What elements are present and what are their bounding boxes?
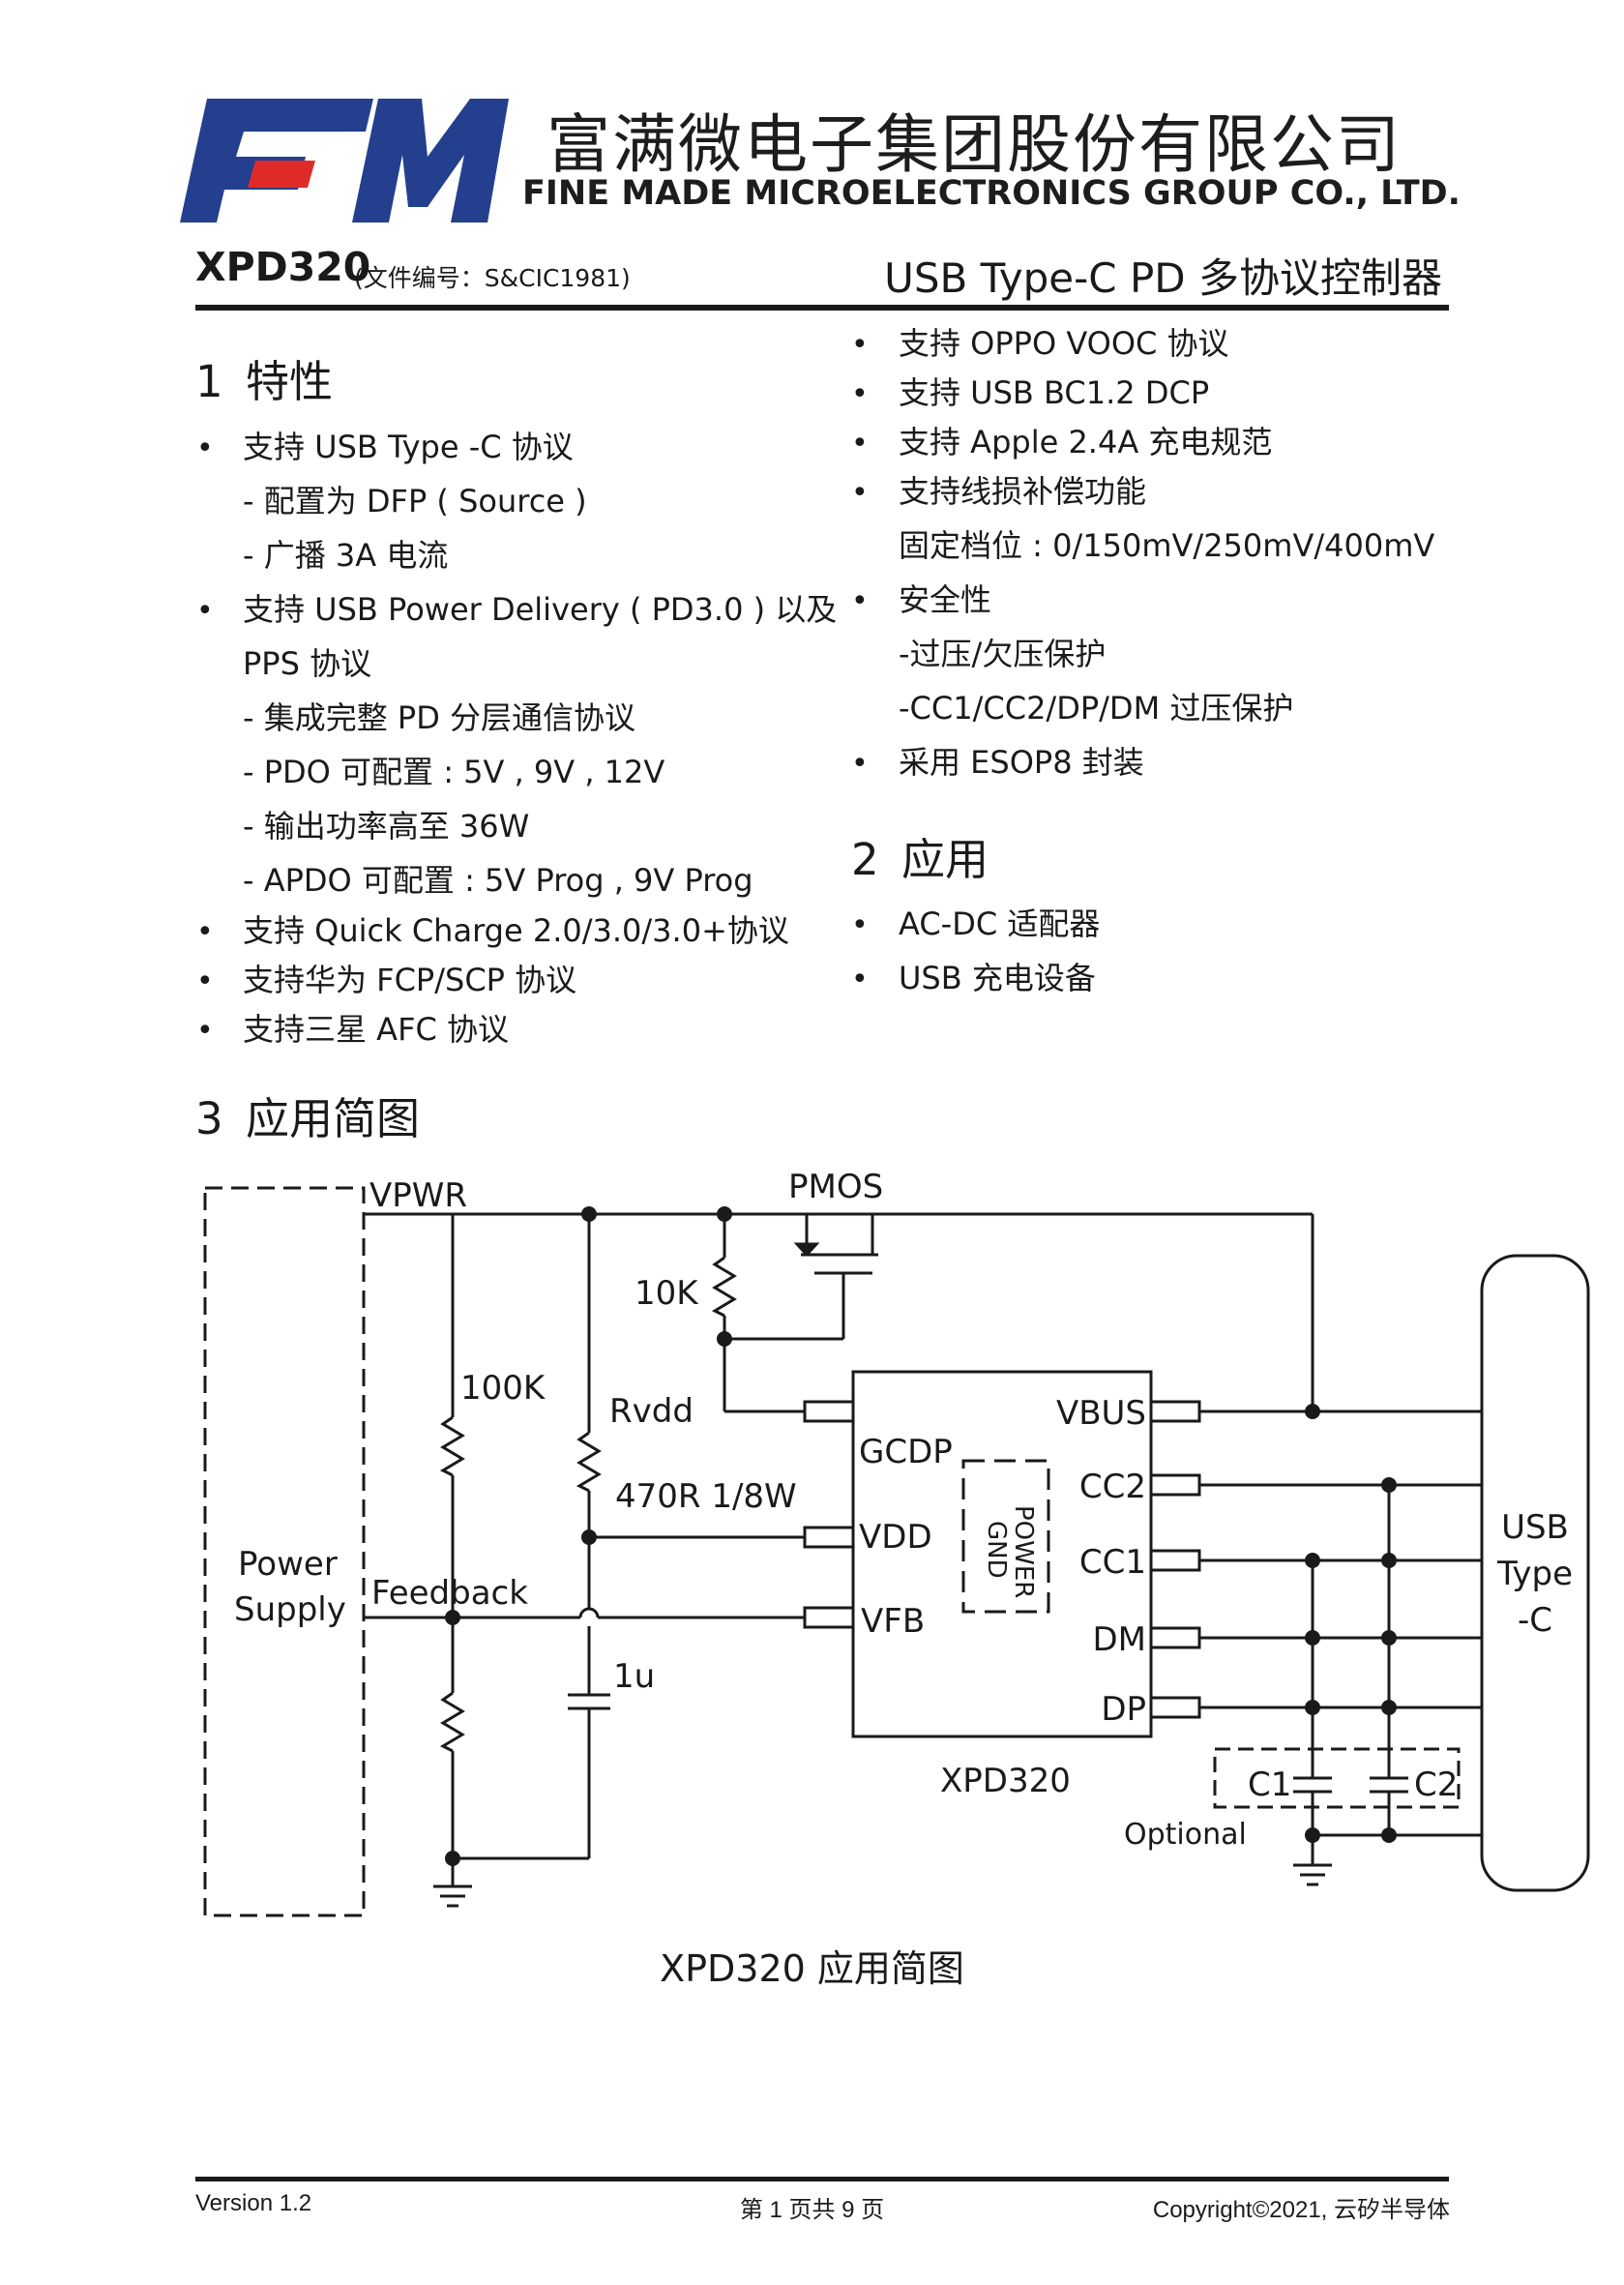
bullet: • xyxy=(851,963,869,996)
label-pmos: PMOS xyxy=(788,1168,883,1206)
list-item: - 配置为 DFP ( Source ) xyxy=(243,483,587,519)
company-logo xyxy=(180,99,509,223)
list-item: 支持 USB Type -C 协议 xyxy=(243,429,574,465)
doc-title: USB Type-C PD 多协议控制器 xyxy=(884,254,1442,302)
label-rvdd: Rvdd xyxy=(609,1392,694,1431)
list-item: 支持华为 FCP/SCP 协议 xyxy=(243,962,577,998)
list-item: -CC1/CC2/DP/DM 过压保护 xyxy=(899,690,1294,727)
xpd320-chip xyxy=(851,1370,1153,1738)
list-item: 支持 Apple 2.4A 充电规范 xyxy=(899,424,1273,460)
list-item: 支持三星 AFC 协议 xyxy=(243,1011,509,1048)
label-feedback: Feedback xyxy=(371,1574,528,1613)
footer-version: Version 1.2 xyxy=(195,2190,312,2216)
header-rule xyxy=(195,305,1449,311)
bullet: • xyxy=(851,377,869,411)
label-c1: C1 xyxy=(1248,1766,1291,1804)
label-power-gnd-2: GND xyxy=(982,1521,1011,1579)
label-power-supply: Power xyxy=(238,1545,338,1584)
pin-gcdp: GCDP xyxy=(859,1433,953,1471)
section-number: 3 xyxy=(195,1093,223,1144)
label-usb: USB xyxy=(1501,1508,1569,1547)
bullet: • xyxy=(851,328,869,362)
doc-number: (文件编号：S&CIC1981) xyxy=(354,264,631,292)
list-item: 支持 USB Power Delivery ( PD3.0 ) 以及 xyxy=(243,591,838,628)
diagram-caption: XPD320 应用简图 xyxy=(660,1947,964,1990)
usb-typec-connector xyxy=(1480,1254,1590,1892)
list-item: 支持 Quick Charge 2.0/3.0/3.0+协议 xyxy=(243,912,789,949)
label-rvdd-value: 470R 1/8W xyxy=(615,1477,797,1516)
list-item: - 输出功率高至 36W xyxy=(243,808,530,845)
pin-vbus: VBUS xyxy=(1056,1394,1146,1433)
bullet: • xyxy=(851,476,869,510)
label-usb-c: -C xyxy=(1518,1601,1552,1640)
resistor-rvdd xyxy=(576,1431,602,1493)
ground-symbol xyxy=(433,1884,472,1908)
pin-vdd: VDD xyxy=(859,1518,932,1557)
pin-cc2: CC2 xyxy=(1079,1468,1146,1506)
section-title: 应用简图 xyxy=(246,1093,421,1144)
label-chip: XPD320 xyxy=(940,1762,1071,1800)
list-item: - 集成完整 PD 分层通信协议 xyxy=(243,699,636,736)
list-item: - PDO 可配置 : 5V , 9V , 12V xyxy=(243,754,665,790)
bullet: • xyxy=(196,915,214,949)
label-10k: 10K xyxy=(635,1274,699,1313)
label-vpwr: VPWR xyxy=(369,1176,467,1215)
label-power-gnd: POWER xyxy=(1009,1505,1038,1598)
section-title: 特性 xyxy=(246,356,334,407)
list-item: 支持 USB BC1.2 DCP xyxy=(899,374,1210,411)
list-item: AC-DC 适配器 xyxy=(899,905,1101,942)
footer-copyright: Copyright©2021, 云矽半导体 xyxy=(1152,2197,1450,2223)
pin-cc1: CC1 xyxy=(1079,1543,1146,1582)
resistor-lower xyxy=(439,1691,465,1753)
power-gnd-box xyxy=(961,1459,1050,1614)
company-name-cn: 富满微电子集团股份有限公司 xyxy=(546,107,1402,182)
list-item: 固定档位 : 0/150mV/250mV/400mV xyxy=(899,527,1435,564)
ground-symbol-right xyxy=(1293,1863,1332,1886)
bullet: • xyxy=(196,594,214,628)
section-number: 2 xyxy=(851,834,879,885)
junction-dots xyxy=(445,1206,1397,1866)
pmos-transistor xyxy=(793,1214,878,1339)
resistor-10k xyxy=(711,1256,737,1318)
list-item: PPS 协议 xyxy=(243,645,372,682)
bullet: • xyxy=(851,747,869,781)
section-applications-heading: 2 应用 xyxy=(851,824,989,887)
product-name: XPD320 xyxy=(195,244,371,290)
list-item: -过压/欠压保护 xyxy=(899,636,1107,672)
list-item: 支持 OPPO VOOC 协议 xyxy=(899,325,1229,362)
bullet: • xyxy=(851,908,869,942)
optional-box xyxy=(1213,1747,1461,1809)
pin-dm: DM xyxy=(1092,1620,1146,1659)
company-name-en: FINE MADE MICROELECTRONICS GROUP CO., LT… xyxy=(522,174,1461,213)
section-title: 应用 xyxy=(901,834,989,885)
list-item: USB 充电设备 xyxy=(899,960,1096,996)
section-diagram-heading: 3 应用简图 xyxy=(195,1083,420,1146)
footer-rule xyxy=(195,2177,1449,2181)
label-usb-type: Type xyxy=(1496,1555,1573,1593)
list-item: - APDO 可配置 : 5V Prog , 9V Prog xyxy=(243,862,753,899)
label-power-supply-2: Supply xyxy=(234,1590,346,1629)
label-optional: Optional xyxy=(1124,1818,1247,1852)
power-supply-box xyxy=(203,1186,366,1917)
bullet: • xyxy=(196,1014,214,1048)
section-features-heading: 1 特性 xyxy=(195,346,333,409)
bullet: • xyxy=(196,431,214,465)
section-number: 1 xyxy=(195,356,223,407)
bullet: • xyxy=(851,584,869,618)
pin-vfb: VFB xyxy=(861,1602,925,1641)
list-item: - 广播 3A 电流 xyxy=(243,537,449,574)
label-c2: C2 xyxy=(1414,1766,1458,1804)
pin-dp: DP xyxy=(1101,1690,1146,1729)
bullet: • xyxy=(196,964,214,998)
label-cap-1u: 1u xyxy=(613,1657,655,1696)
list-item: 采用 ESOP8 封装 xyxy=(899,744,1144,781)
list-item: 安全性 xyxy=(899,581,992,618)
bullet: • xyxy=(851,427,869,460)
label-100k: 100K xyxy=(460,1369,546,1408)
list-item: 支持线损补偿功能 xyxy=(899,473,1147,510)
footer-page-number: 第 1 页共 9 页 xyxy=(739,2197,885,2223)
resistor-100k xyxy=(439,1415,465,1477)
